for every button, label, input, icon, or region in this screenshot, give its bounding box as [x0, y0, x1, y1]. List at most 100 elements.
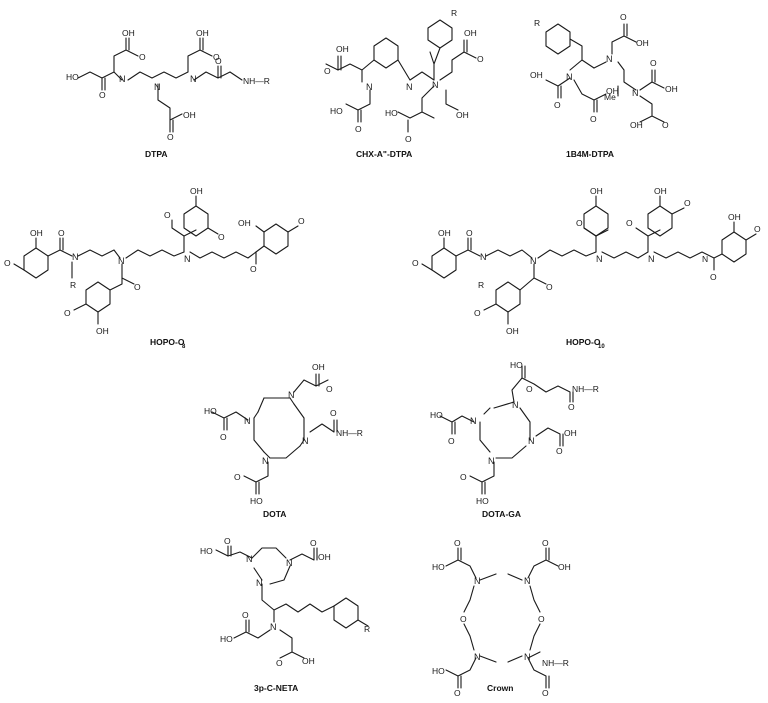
atom-ho-crown-2: HO — [432, 666, 445, 676]
atom-o-neta-1: O — [224, 536, 231, 546]
structure-dotaga: N N N N HO O O NH—R O OH HO O O HO DOTA-… — [430, 360, 599, 519]
atom-o-chx-2: O — [477, 54, 484, 64]
atom-oh-b4m-3: OH — [636, 38, 649, 48]
atom-n-neta-3: N — [256, 578, 263, 588]
caption-dotaga: DOTA-GA — [482, 509, 521, 519]
caption-neta: 3p-C-NETA — [254, 683, 298, 693]
atom-n-chx-3: N — [432, 80, 439, 90]
atom-oh-b4m-4: OH — [665, 84, 678, 94]
atom-o-chx-4: O — [405, 134, 412, 144]
atom-n-3: N — [190, 74, 197, 84]
atom-nhr-dota: NH—R — [336, 428, 363, 438]
atom-n-chx-1: N — [366, 82, 373, 92]
atom-oh-h8-2: OH — [96, 326, 109, 336]
atom-o-h10-3: O — [546, 282, 553, 292]
structure-hopo8: OH O O N R N N O OH O O OH O O OH O HOPO… — [4, 186, 305, 350]
caption-hopo10: HOPO-O — [566, 337, 601, 347]
atom-o-crown-ring-2: O — [538, 614, 545, 624]
atom-oh-h8-4: OH — [238, 218, 251, 228]
atom-oh-2: OH — [196, 28, 209, 38]
atom-o-crown-ring-1: O — [460, 614, 467, 624]
atom-oh-chx-1: OH — [336, 44, 349, 54]
atom-n-b4m-1: N — [566, 72, 573, 82]
atom-n-dota-1: N — [288, 390, 295, 400]
atom-o-2: O — [213, 52, 220, 62]
atom-n-dota-3: N — [244, 416, 251, 426]
atom-o-h8-4: O — [64, 308, 71, 318]
atom-n-1: N — [119, 74, 126, 84]
atom-ho-neta-1: HO — [200, 546, 213, 556]
atom-o-h10-9: O — [754, 224, 761, 234]
atom-oh-3: OH — [183, 110, 196, 120]
atom-n-crown-3: N — [474, 652, 481, 662]
atom-ho-chx-1: HO — [330, 106, 343, 116]
atom-o-h10-7: O — [684, 198, 691, 208]
atom-ho-chx-2: HO — [385, 108, 398, 118]
atom-oh-neta-2: OH — [302, 656, 315, 666]
structure-chx: R N N N O OH OH O HO O HO O OH CHX-A"-DT… — [324, 8, 484, 159]
atom-o-1: O — [139, 52, 146, 62]
atom-n-h8-3: N — [184, 254, 191, 264]
atom-o-h10-8: O — [710, 272, 717, 282]
atom-oh-b4m-2: OH — [606, 86, 619, 96]
atom-o-dota-1: O — [326, 384, 333, 394]
atom-o-h10-5: O — [576, 218, 583, 228]
atom-r-b4m: R — [534, 18, 540, 28]
atom-o-h8-3: O — [134, 282, 141, 292]
atom-o-ga-4: O — [448, 436, 455, 446]
atom-o-b4m-5: O — [662, 120, 669, 130]
atom-ho-dota-1: HO — [204, 406, 217, 416]
atom-o-dota-2: O — [330, 408, 337, 418]
atom-ho-crown-1: HO — [432, 562, 445, 572]
atom-nhr-crown: NH—R — [542, 658, 569, 668]
atom-oh-1: OH — [122, 28, 135, 38]
atom-oh-h8-1: OH — [30, 228, 43, 238]
atom-oh-h10-3: OH — [590, 186, 603, 196]
atom-n-dota-2: N — [302, 436, 309, 446]
atom-o-chx-3: O — [355, 124, 362, 134]
atom-oh-h10-1: OH — [438, 228, 451, 238]
atom-o-b4m-2: O — [590, 114, 597, 124]
atom-oh-chx-3: OH — [456, 110, 469, 120]
atom-o-b4m-1: O — [554, 100, 561, 110]
atom-o-h10-4: O — [474, 308, 481, 318]
atom-oh-ga-1: OH — [564, 428, 577, 438]
atom-o-ga-3: O — [556, 446, 563, 456]
structure-crown: N N N N O O O HO O OH HO O NH—R O Crown — [432, 538, 571, 698]
atom-n-neta-4: N — [270, 622, 277, 632]
atom-n-ga-4: N — [488, 456, 495, 466]
atom-oh-ga-2: HO — [476, 496, 489, 506]
atom-oh-dota-1: OH — [312, 362, 325, 372]
atom-o-b4m-3: O — [620, 12, 627, 22]
structure-neta: N N N N HO O O OH R O HO O OH 3p-C-NETA — [200, 536, 370, 693]
atom-o-dota-4: O — [234, 472, 241, 482]
atom-o-dota-3: O — [220, 432, 227, 442]
atom-o-h8-5: O — [164, 210, 171, 220]
atom-o-3: O — [99, 90, 106, 100]
atom-n-crown-4: N — [524, 652, 531, 662]
atom-o-neta-3: O — [242, 610, 249, 620]
atom-n-h10-2: N — [530, 256, 537, 266]
atom-n-h10-1: N — [480, 252, 487, 262]
atom-oh-h10-2: OH — [506, 326, 519, 336]
atom-oh-b4m-5: OH — [630, 120, 643, 130]
atom-o-h10-6: O — [626, 218, 633, 228]
atom-oh-h8-3: OH — [190, 186, 203, 196]
atom-o-ga-1: O — [526, 384, 533, 394]
atom-n-neta-2: N — [286, 558, 293, 568]
atom-o-neta-4: O — [276, 658, 283, 668]
atom-nhr-ga: NH—R — [572, 384, 599, 394]
atom-oh-dota-2: HO — [250, 496, 263, 506]
atom-n-neta-1: N — [246, 554, 253, 564]
atom-r-h8: R — [70, 280, 76, 290]
structure-b4m: R N N N OH O O OH O OH Me O OH OH O 1B4M… — [530, 12, 678, 159]
atom-r-h10: R — [478, 280, 484, 290]
atom-r-neta: R — [364, 624, 370, 634]
atom-oh-crown-1: OH — [558, 562, 571, 572]
caption-b4m: 1B4M-DTPA — [566, 149, 614, 159]
atom-o-h8-1: O — [4, 258, 11, 268]
caption-chx: CHX-A"-DTPA — [356, 149, 412, 159]
atom-o-h8-6: O — [218, 232, 225, 242]
caption-hopo8: HOPO-O — [150, 337, 185, 347]
